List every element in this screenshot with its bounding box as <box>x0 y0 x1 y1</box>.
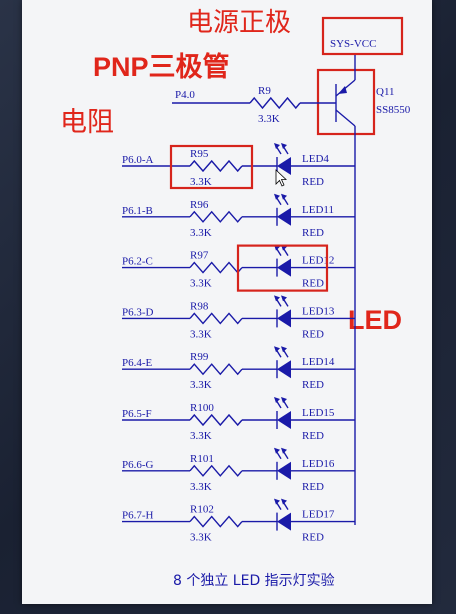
led-row-resistor-name: R99 <box>190 351 209 363</box>
led-row-resistor-value: 3.3K <box>190 328 212 340</box>
led-row-led-name: LED13 <box>302 305 335 317</box>
led-light-arrowhead-2 <box>281 193 287 200</box>
led-row-signal: P6.0-A <box>122 154 154 166</box>
base-resistor-name: R9 <box>258 85 271 97</box>
led-row-resistor-symbol <box>189 413 243 427</box>
led-row-signal: P6.3-D <box>122 306 154 318</box>
led-row-led-color: RED <box>302 176 324 188</box>
led-row-signal: P6.5-F <box>122 408 152 420</box>
led-row-led-name: LED14 <box>302 356 335 368</box>
led-row-led-color: RED <box>302 481 324 493</box>
led-row-resistor-symbol <box>189 363 243 376</box>
led-row-led-color: RED <box>302 430 324 442</box>
led-row-resistor-symbol <box>189 261 243 274</box>
led-row-resistor-symbol <box>189 515 243 528</box>
transistor-name: Q11 <box>376 86 395 98</box>
schematic-sheet <box>22 0 432 604</box>
led-row-resistor-symbol <box>189 210 243 223</box>
led-row-led-name: LED16 <box>302 458 335 470</box>
led-light-arrowhead-2 <box>281 498 287 505</box>
led-row-resistor-value: 3.3K <box>190 227 212 239</box>
led-row-resistor-value: 3.3K <box>190 430 212 442</box>
led-row-resistor-value: 3.3K <box>190 532 212 544</box>
led-highlight-box <box>236 244 329 292</box>
led-light-arrowhead-1 <box>274 397 280 403</box>
annotation-power-positive: 电源正极 <box>187 8 291 38</box>
led-row-resistor-name: R102 <box>190 504 214 516</box>
led-diode-symbol <box>277 157 291 175</box>
vcc-label: SYS-VCC <box>330 38 376 50</box>
transistor-arrow <box>338 86 347 94</box>
led-light-arrowhead-1 <box>274 447 280 454</box>
led-light-arrowhead-1 <box>274 193 280 200</box>
led-row-signal: P6.2-C <box>122 256 153 268</box>
mouse-cursor-icon <box>275 169 288 187</box>
led-row-resistor-value: 3.3K <box>190 176 212 188</box>
led-diode-symbol <box>277 360 291 379</box>
base-resistor-value: 3.3K <box>258 113 280 125</box>
led-diode-symbol <box>277 207 291 226</box>
led-diode-symbol <box>277 461 291 480</box>
led-diode-symbol <box>277 309 291 328</box>
led-row-led-color: RED <box>302 227 324 239</box>
led-row-led-color: RED <box>302 532 324 544</box>
led-light-arrowhead-2 <box>281 143 287 149</box>
led-light-arrowhead-2 <box>281 295 287 302</box>
transistor-highlight-box <box>316 68 376 136</box>
led-light-arrowhead-1 <box>274 346 280 353</box>
led-diode-symbol <box>277 258 291 277</box>
annotation-led: LED <box>348 305 402 335</box>
led-light-arrowhead-2 <box>281 447 287 454</box>
annotation-resistor: 电阻 <box>60 107 114 138</box>
led-row-led-color: RED <box>302 328 324 340</box>
vcc-highlight-box <box>321 16 404 56</box>
base-signal-label: P4.0 <box>175 89 195 101</box>
annotation-pnp: PNP三极管 <box>93 52 230 82</box>
led-row-led-name: LED17 <box>302 509 335 521</box>
led-light-arrowhead-1 <box>274 295 280 302</box>
transistor-part: SS8550 <box>376 104 411 116</box>
led-row-led-color: RED <box>302 278 324 290</box>
resistor-highlight-box <box>169 144 254 190</box>
led-light-arrowhead-1 <box>274 498 280 505</box>
led-diode-symbol <box>277 411 291 429</box>
led-light-arrowhead-1 <box>274 143 280 149</box>
caption: 8 个独立 LED 指示灯实验 <box>173 573 335 589</box>
led-row-resistor-name: R98 <box>190 300 209 312</box>
led-row-led-name: LED15 <box>302 407 335 419</box>
led-row-resistor-symbol <box>189 159 243 173</box>
led-row-signal: P6.6-G <box>122 459 154 471</box>
led-row-resistor-symbol <box>189 312 243 325</box>
led-row-led-name: LED12 <box>302 255 334 267</box>
led-row-led-color: RED <box>302 379 324 391</box>
led-light-arrowhead-2 <box>281 397 287 403</box>
led-row-led-name: LED4 <box>302 153 329 165</box>
led-diode-symbol <box>277 512 291 531</box>
led-row-resistor-name: R97 <box>190 250 209 262</box>
led-row-resistor-value: 3.3K <box>190 278 212 290</box>
led-row-resistor-value: 3.3K <box>190 481 212 493</box>
led-row-signal: P6.1-B <box>122 205 153 217</box>
led-row-resistor-name: R100 <box>190 402 214 414</box>
led-row-resistor-value: 3.3K <box>190 379 212 391</box>
led-row-resistor-name: R96 <box>190 199 209 211</box>
led-row-resistor-symbol <box>189 464 243 477</box>
led-row-led-name: LED11 <box>302 204 334 216</box>
led-row-resistor-name: R101 <box>190 453 214 465</box>
transistor-collector <box>335 109 356 127</box>
led-row-signal: P6.7-H <box>122 510 154 522</box>
led-light-arrowhead-2 <box>281 346 287 353</box>
led-row-resistor-name: R95 <box>190 148 209 160</box>
base-resistor-symbol <box>249 96 301 110</box>
led-row-signal: P6.4-E <box>122 357 153 369</box>
